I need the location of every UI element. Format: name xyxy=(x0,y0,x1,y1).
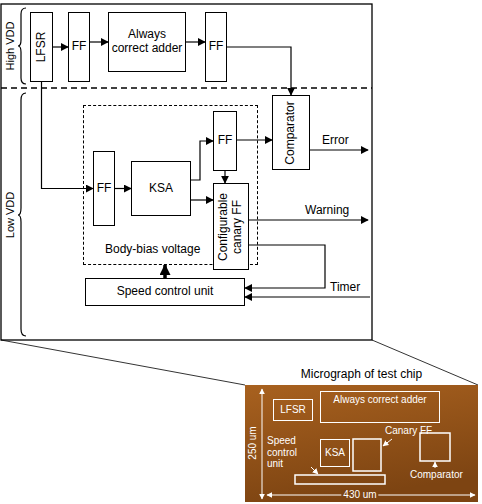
signal-wire xyxy=(53,46,68,47)
voltage-divider-line xyxy=(1,87,372,89)
lfsr-block: LFSR xyxy=(30,12,53,82)
signal-wire xyxy=(186,41,205,42)
speed-control-box: Speed control unit xyxy=(85,278,245,306)
node-label: Speed control unit xyxy=(116,285,215,299)
chip-label: Canary FF xyxy=(385,425,432,437)
node-label: Body-bias voltage xyxy=(104,243,201,257)
node-label: KSA xyxy=(148,182,174,196)
supply-label: High VDD xyxy=(4,22,17,71)
signal-wire xyxy=(115,188,131,189)
timer-wire xyxy=(245,296,370,297)
node-label: LFSR xyxy=(279,404,307,416)
leader-line xyxy=(435,462,436,468)
chip-label: Comparator xyxy=(410,469,463,481)
node-label: FF xyxy=(208,40,225,54)
node-label: KSA xyxy=(324,447,346,459)
body-bias-region: Body-bias voltage FF KSA FF Configurable can… xyxy=(83,105,258,265)
node-label: FF xyxy=(217,134,234,148)
leader-line xyxy=(383,439,392,446)
dimension: 430 um xyxy=(341,489,378,501)
flip-flop: FF xyxy=(205,12,227,82)
node-label: Configurable canary FF xyxy=(217,188,245,266)
node-label: Comparator xyxy=(284,100,298,165)
signal-wire xyxy=(245,245,325,288)
signal-wire xyxy=(191,141,213,180)
adder-block: Always correct adder xyxy=(108,12,186,72)
bias-arrow xyxy=(163,265,167,278)
signal-wire xyxy=(42,82,94,189)
signal-wire xyxy=(237,139,272,140)
error-wire xyxy=(310,149,368,150)
dimension: 250 um xyxy=(247,426,259,459)
chip-region: Always correct adder xyxy=(320,391,440,423)
signal-wire xyxy=(191,199,213,200)
flip-flop: FF xyxy=(68,12,90,82)
speed-control-block xyxy=(295,475,385,484)
schematic-frame xyxy=(1,4,372,340)
warning-wire xyxy=(248,219,368,220)
chip-region: KSA xyxy=(320,439,350,467)
canary-block xyxy=(353,439,381,471)
node-label: Always correct adder xyxy=(332,394,427,406)
comparator-block xyxy=(420,433,450,461)
chip-label: Speed control unit xyxy=(267,435,311,470)
ksa-block: KSA xyxy=(131,161,191,216)
brace xyxy=(18,93,26,336)
figure-heading: Micrograph of test chip xyxy=(245,368,478,382)
supply-label: Low VDD xyxy=(4,192,17,238)
signal-wire xyxy=(224,171,225,183)
signal-name: Timer xyxy=(330,281,360,295)
flip-flop: FF xyxy=(93,151,115,226)
chip-region: LFSR xyxy=(273,399,313,421)
flip-flop: FF xyxy=(213,111,237,171)
leader-line xyxy=(311,467,318,474)
comparator-block: Comparator xyxy=(272,95,310,170)
signal-wire xyxy=(90,41,108,42)
signal-name: Warning xyxy=(305,204,349,218)
dimension-arrow xyxy=(262,389,263,499)
brace xyxy=(18,8,26,84)
canary-flip-flop: Configurable canary FF xyxy=(213,183,249,270)
node-label: LFSR xyxy=(35,31,49,64)
signal-name: Error xyxy=(322,134,349,148)
node-label: Always correct adder xyxy=(109,28,185,56)
zoom-line xyxy=(1,340,245,385)
signal-wire xyxy=(227,47,291,95)
node-label: FF xyxy=(96,182,113,196)
node-label: FF xyxy=(71,40,88,54)
chip-photo xyxy=(245,385,478,502)
